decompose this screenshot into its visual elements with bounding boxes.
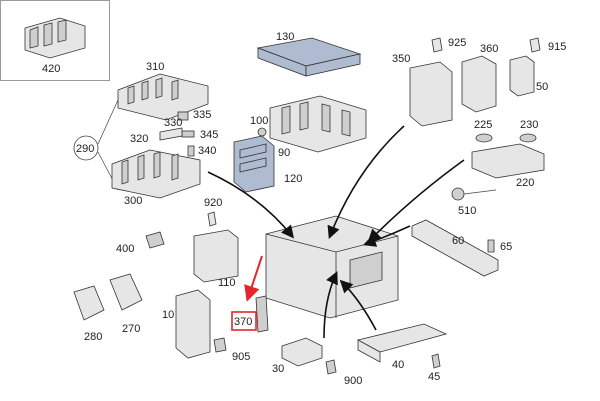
part-40: 40	[356, 323, 448, 371]
label-130: 130	[276, 31, 294, 43]
part-400: 400	[116, 231, 165, 255]
label-925: 925	[448, 37, 466, 49]
label-370: 370	[234, 316, 252, 328]
part-310: 310	[117, 61, 209, 121]
part-230: 230	[519, 119, 538, 143]
label-30: 30	[272, 363, 284, 375]
label-360: 360	[480, 43, 498, 55]
part-920: 920	[204, 197, 222, 227]
label-45: 45	[428, 371, 440, 383]
label-310: 310	[146, 61, 164, 73]
highlight-box-370	[231, 311, 257, 331]
part-30: 30	[272, 337, 323, 375]
part-280: 280	[73, 285, 105, 343]
group-290: 290	[73, 99, 119, 191]
label-10: 10	[162, 309, 174, 321]
part-270: 270	[109, 273, 143, 335]
small-parts-cluster: 335 330 345 320 340	[130, 109, 218, 157]
label-280: 280	[84, 331, 102, 343]
label-510: 510	[458, 205, 476, 217]
part-360: 360	[461, 43, 498, 113]
part-220: 220	[471, 143, 545, 189]
label-340: 340	[198, 145, 216, 157]
label-230: 230	[520, 119, 538, 131]
part-915: 915	[529, 37, 566, 53]
part-60: 60	[411, 219, 499, 277]
part-420-illustration	[24, 17, 86, 59]
part-10: 10	[162, 289, 211, 359]
part-65: 65	[487, 239, 512, 253]
label-290: 290	[76, 143, 94, 155]
part-100: 100	[250, 115, 268, 137]
label-90: 90	[278, 147, 290, 159]
inset-420: 420	[0, 0, 110, 81]
label-60: 60	[452, 235, 464, 247]
label-320: 320	[130, 133, 148, 145]
label-300: 300	[124, 195, 142, 207]
label-900: 900	[344, 375, 362, 387]
label-270: 270	[122, 323, 140, 335]
label-400: 400	[116, 243, 134, 255]
part-510: 510	[451, 187, 497, 217]
label-345: 345	[200, 129, 218, 141]
label-335: 335	[193, 109, 211, 121]
label-915: 915	[548, 41, 566, 53]
part-925: 925	[431, 37, 466, 53]
assembly-arrows	[207, 125, 465, 339]
part-90: 90	[269, 95, 367, 159]
label-220: 220	[516, 177, 534, 189]
part-45: 45	[428, 353, 441, 383]
label-920: 920	[204, 197, 222, 209]
label-100: 100	[250, 115, 268, 127]
part-900: 900	[325, 359, 362, 387]
label-330: 330	[164, 117, 182, 129]
label-40: 40	[392, 359, 404, 371]
label-905: 905	[232, 351, 250, 363]
part-50: 50	[509, 55, 548, 97]
part-350: 350	[392, 53, 453, 127]
highlight-arrow-370	[244, 255, 263, 302]
label-420: 420	[42, 63, 60, 75]
label-120: 120	[284, 173, 302, 185]
part-225: 225	[474, 119, 493, 143]
part-905: 905	[213, 337, 250, 363]
label-50: 50	[536, 81, 548, 93]
part-300: 300	[111, 149, 201, 207]
label-225: 225	[474, 119, 492, 131]
part-130: 130	[256, 31, 362, 77]
label-65: 65	[500, 241, 512, 253]
part-120: 120	[233, 135, 302, 193]
label-110: 110	[218, 277, 236, 289]
label-350: 350	[392, 53, 410, 65]
part-110: 110	[193, 229, 239, 289]
part-370: 370	[231, 295, 269, 333]
